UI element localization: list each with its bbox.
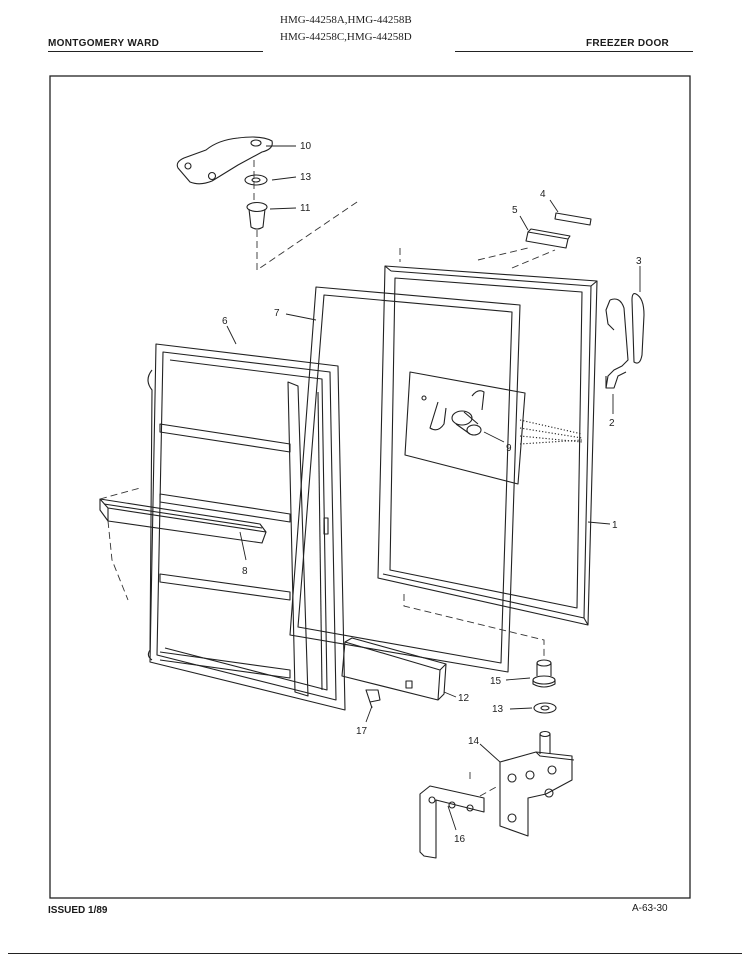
lower-hinge-shim [419,785,485,859]
callout-2: 2 [609,418,615,429]
callout-11: 11 [300,203,311,214]
alignment-line-hinge-top [256,199,361,271]
callout-13-bottom: 13 [492,704,504,715]
handle-cover [631,293,645,364]
callout-9: 9 [506,443,512,454]
leader-14 [479,743,501,763]
footer-rule [8,953,742,954]
leader-7 [285,313,317,321]
handle-trim-strip [554,212,592,226]
top-hinge-bushing [246,201,268,230]
inner-door-liner [147,343,346,711]
leader-17 [365,705,373,723]
door-gasket [289,286,521,673]
outer-door-panel [377,265,598,626]
callout-8: 8 [242,566,248,577]
callout-13-top: 13 [300,172,312,183]
callout-10: 10 [300,141,312,152]
leader-4 [549,199,559,213]
latch-cord [519,419,583,445]
alignment-line-bracket [469,772,499,797]
callout-17: 17 [356,726,368,737]
callout-7: 7 [274,308,280,319]
model-numbers-line-2: HMG-44258C,HMG-44258D [280,31,412,43]
callout-3: 3 [636,256,642,267]
page-code: A-63-30 [632,903,668,914]
callout-14: 14 [468,736,480,747]
alignment-line-lower-pin [403,594,545,660]
alignment-line-shelf-bar [99,487,141,601]
leader-6 [226,325,237,345]
header-rule-left [48,51,263,52]
diagram-frame [49,75,691,899]
lower-hinge-bracket [499,730,575,837]
latch-assembly [404,371,526,485]
top-hinge-plate [176,136,273,185]
header-rule-right [455,51,693,52]
alignment-line-handle-block [477,247,556,269]
leader-1 [587,521,611,525]
callout-6: 6 [222,316,228,327]
door-shelf-bar [99,498,267,544]
leader-13-bottom [509,707,533,710]
leader-12 [443,691,457,698]
callout-15: 15 [490,676,502,687]
lower-hinge-pin [532,659,556,688]
leader-5 [519,215,529,231]
section-title: FREEZER DOOR [586,38,670,49]
bottom-washer [533,702,557,714]
model-numbers-line-1: HMG-44258A,HMG-44258B [280,14,412,26]
callout-5: 5 [512,205,518,216]
leader-8 [239,531,247,561]
callout-12: 12 [458,693,470,704]
handle-mounting-block [525,228,571,249]
leader-11 [269,207,297,210]
leader-13-top [271,176,297,181]
callout-4: 4 [540,189,546,200]
issued-date: ISSUED 1/89 [48,905,108,916]
brand-label: MONTGOMERY WARD [48,38,160,49]
callout-1: 1 [612,520,618,531]
leader-15 [505,677,531,681]
breaker-strip [341,637,447,701]
door-handle [605,298,629,389]
leader-9 [483,431,505,443]
callout-16: 16 [454,834,466,845]
strip-clip [365,689,381,709]
leader-16 [447,805,457,831]
top-washer [244,174,268,186]
